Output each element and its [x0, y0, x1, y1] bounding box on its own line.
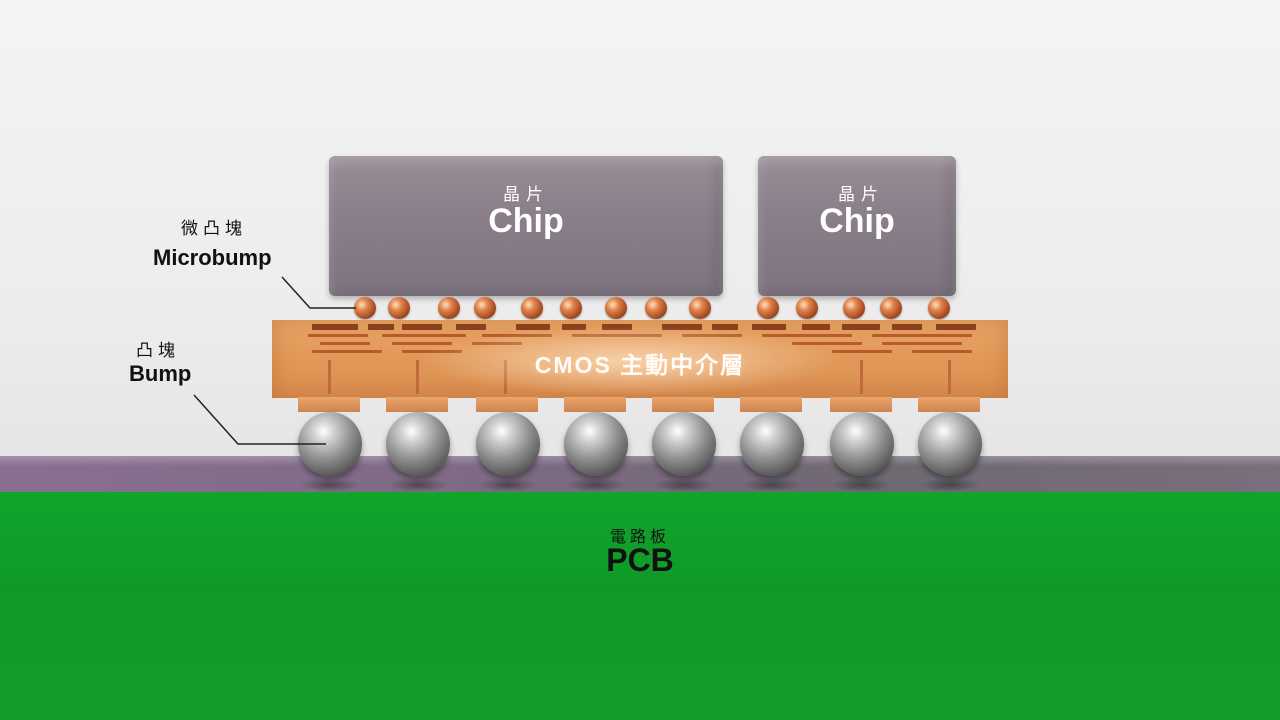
bump: [740, 412, 804, 476]
microbump: [605, 297, 627, 319]
pcb-label-en: PCB: [606, 542, 674, 578]
microbump-label-en: Microbump: [153, 245, 272, 270]
bump-reflection: [478, 478, 538, 492]
bump-pad: [386, 397, 448, 412]
bump-label-en: Bump: [129, 361, 192, 386]
microbump: [796, 297, 818, 319]
pcb-top-surface: [0, 456, 1280, 494]
chip-right: 晶片 Chip: [758, 156, 956, 296]
interposer-label: CMOS 主動中介層: [534, 352, 746, 378]
microbump-label-zh: 微凸塊: [181, 219, 247, 238]
bump-pad: [830, 397, 892, 412]
microbump: [354, 297, 376, 319]
interposer-glow: [420, 326, 840, 396]
chip-left-label-zh: 晶片: [503, 185, 549, 204]
microbump: [521, 297, 543, 319]
bump-pad: [564, 397, 626, 412]
bump-pad: [652, 397, 714, 412]
bump: [652, 412, 716, 476]
chip-left-label-en: Chip: [488, 202, 564, 240]
microbump: [689, 297, 711, 319]
bump-pad: [918, 397, 980, 412]
bump-pad: [476, 397, 538, 412]
bump: [830, 412, 894, 476]
bump: [918, 412, 982, 476]
bump-label-zh: 凸塊: [136, 341, 180, 360]
microbump: [843, 297, 865, 319]
chip-right-label-en: Chip: [819, 202, 895, 240]
pcb-board: [0, 492, 1280, 720]
bump-reflection: [388, 478, 448, 492]
microbump: [757, 297, 779, 319]
bump-reflection: [742, 478, 802, 492]
bump: [476, 412, 540, 476]
microbump: [928, 297, 950, 319]
microbump: [438, 297, 460, 319]
bump: [386, 412, 450, 476]
chip-left: 晶片 Chip: [329, 156, 723, 296]
pcb-label-zh: 電路板: [609, 529, 670, 546]
microbump: [880, 297, 902, 319]
microbump: [474, 297, 496, 319]
bump-pad: [298, 397, 360, 412]
bump-reflection: [654, 478, 714, 492]
microbump: [560, 297, 582, 319]
bump-reflection: [920, 478, 980, 492]
chip-right-label-zh: 晶片: [838, 185, 884, 204]
bump-pad: [740, 397, 802, 412]
bump-reflection: [566, 478, 626, 492]
microbump-leader-line: [281, 276, 356, 309]
bump: [564, 412, 628, 476]
microbump: [388, 297, 410, 319]
bump-reflection: [832, 478, 892, 492]
bump-leader-line: [193, 394, 326, 445]
microbump: [645, 297, 667, 319]
bump-reflection: [300, 478, 360, 492]
